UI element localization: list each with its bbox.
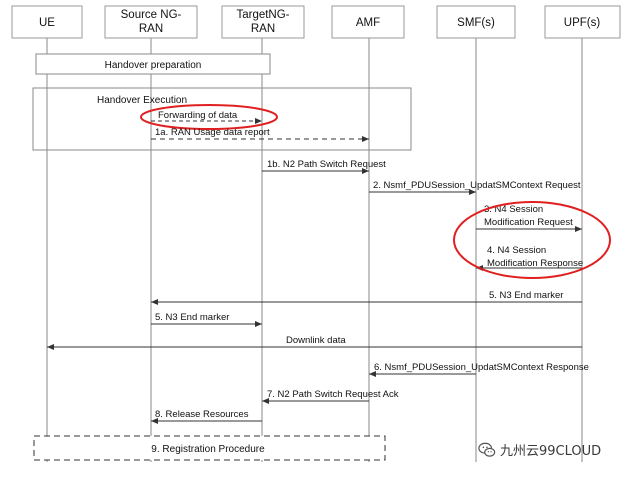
message-3-label-2: Modification Request (484, 217, 573, 228)
registration-procedure-label: 9. Registration Procedure (151, 444, 265, 455)
participant-target-ng-ran (221, 5, 305, 39)
participant-amf (331, 5, 405, 39)
wechat-icon (478, 442, 496, 457)
participant-ue (11, 5, 83, 39)
message-4-label-2: Modification Response (487, 258, 583, 269)
handover-execution-frame (32, 87, 412, 151)
handover-preparation-label: Handover preparation (105, 60, 202, 71)
watermark-text: 九州云99CLOUD (500, 444, 602, 459)
forwarding-label: Forwarding of data (158, 110, 238, 121)
message-3-label-1: 3. N4 Session (484, 204, 543, 215)
participant-amf-label: AMF (356, 17, 380, 29)
message-5-upf-label: 5. N3 End marker (489, 290, 563, 301)
handover-execution-label: Handover Execution (97, 95, 187, 106)
message-8-label: 8. Release Resources (155, 409, 249, 420)
participant-smf (436, 5, 516, 39)
participant-target-ng-ran-label-1: TargetNG- (236, 9, 289, 21)
participant-source-ng-ran (104, 5, 198, 39)
message-5-src-label: 5. N3 End marker (155, 312, 229, 323)
registration-procedure-frame (33, 435, 386, 461)
watermark: 九州云99CLOUD (478, 440, 601, 459)
message-7-label: 7. N2 Path Switch Request Ack (267, 389, 399, 400)
participant-upf (544, 5, 621, 39)
n4-highlight (453, 201, 611, 279)
message-4-label-1: 4. N4 Session (487, 245, 546, 256)
downlink-label: Downlink data (286, 335, 346, 346)
message-2-label: 2. Nsmf_PDUSession_UpdatSMContext Reques… (373, 180, 581, 191)
participant-source-ng-ran-label-2: RAN (139, 23, 163, 35)
handover-preparation-frame (35, 53, 271, 75)
forwarding-highlight (140, 104, 278, 130)
message-1a-label: 1a. RAN Usage data report (155, 127, 270, 138)
message-6-label: 6. Nsmf_PDUSession_UpdatSMContext Respon… (374, 362, 589, 373)
message-1b-label: 1b. N2 Path Switch Request (267, 159, 386, 170)
participant-upf-label: UPF(s) (564, 17, 601, 29)
participant-target-ng-ran-label-2: RAN (251, 23, 275, 35)
participant-smf-label: SMF(s) (457, 17, 495, 29)
participant-source-ng-ran-label-1: Source NG- (121, 9, 182, 21)
participant-ue-label: UE (39, 17, 55, 29)
